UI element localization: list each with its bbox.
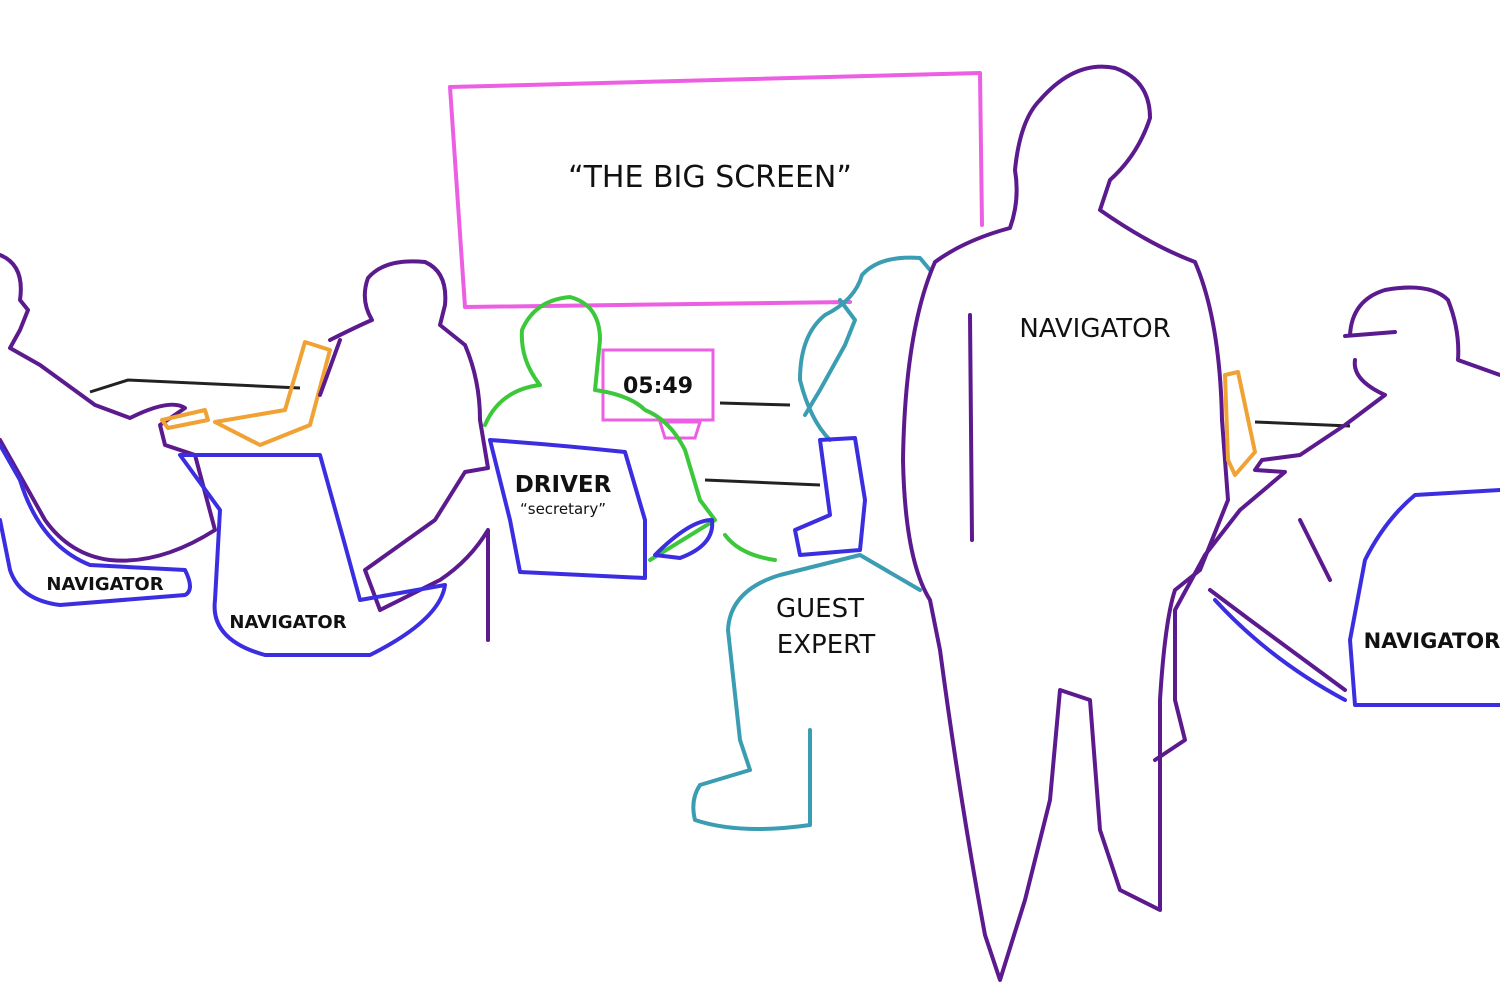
guest-expert: GUEST EXPERT xyxy=(691,255,932,831)
driver-laptop: 05:49 xyxy=(601,348,715,440)
navigator-label: NAVIGATOR xyxy=(229,612,346,633)
guest-expert-label: EXPERT xyxy=(777,630,876,660)
table-edges xyxy=(89,378,1351,487)
big-screen-label: “THE BIG SCREEN” xyxy=(568,160,852,195)
navigator-label: NAVIGATOR xyxy=(1019,314,1170,344)
guest-expert-label: GUEST xyxy=(776,594,864,624)
navigator-label: NAVIGATOR xyxy=(46,574,163,595)
driver: DRIVER “secretary” xyxy=(483,295,777,580)
navigator-label: NAVIGATOR xyxy=(1364,629,1500,653)
driver-label: DRIVER xyxy=(515,472,612,498)
navigator-left-far: NAVIGATOR xyxy=(0,253,217,607)
navigator-right: NAVIGATOR xyxy=(1153,285,1500,762)
driver-sublabel: “secretary” xyxy=(520,500,606,518)
navigator-left-near: NAVIGATOR xyxy=(178,259,490,657)
navigator-standing: NAVIGATOR xyxy=(901,64,1230,982)
big-screen: “THE BIG SCREEN” xyxy=(448,71,984,309)
timer-display: 05:49 xyxy=(623,374,693,399)
